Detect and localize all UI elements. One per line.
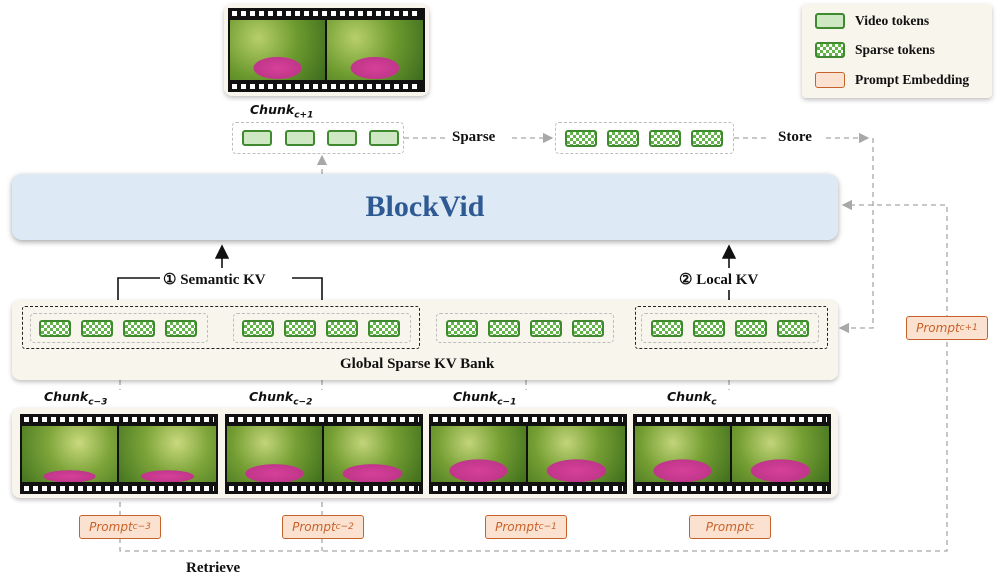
sparse-token <box>565 130 597 147</box>
sparse-token <box>488 320 520 337</box>
sparse-token <box>691 130 723 147</box>
bee-frame-image <box>324 426 421 482</box>
sparse-token <box>735 320 767 337</box>
bee-frame-image <box>635 426 730 482</box>
sparse-token <box>777 320 809 337</box>
chunk-c-1-label: Chunkc−1 <box>453 389 517 408</box>
chunk-c-3-label: Chunkc−3 <box>44 389 108 408</box>
legend-sparse-tokens: Sparse tokens <box>815 42 935 58</box>
semantic-kv-selection <box>22 306 420 349</box>
sparse-token <box>284 320 316 337</box>
chunk-c-label: Chunkc <box>667 389 717 408</box>
chunk-c-2-film <box>225 414 423 494</box>
sparse-token <box>649 130 681 147</box>
prompt-swatch <box>815 72 845 88</box>
chunk-c-1-film <box>429 414 627 494</box>
bee-frame-image <box>327 20 423 80</box>
blockvid-model-box: BlockVid <box>12 174 838 240</box>
video-token <box>327 130 357 146</box>
sparse-token <box>446 320 478 337</box>
chunk-c-3-film <box>20 414 218 494</box>
sparse-token <box>39 320 71 337</box>
sparse-token-group <box>641 313 819 343</box>
chunk-c-2-label: Chunkc−2 <box>249 389 313 408</box>
local-kv-label: ② Local KV <box>679 272 759 288</box>
video-token-swatch <box>815 13 845 29</box>
model-name: BlockVid <box>365 190 485 223</box>
sparse-token <box>242 320 274 337</box>
video-token <box>242 130 272 146</box>
bank-label: Global Sparse KV Bank <box>340 356 495 372</box>
sparse-token <box>607 130 639 147</box>
sparse-token <box>530 320 562 337</box>
bee-frame-image <box>431 426 526 482</box>
sparse-token-swatch <box>815 42 845 58</box>
bee-frame-image <box>22 426 117 482</box>
semantic-kv-label: ① Semantic KV <box>163 272 266 288</box>
sparse-token <box>572 320 604 337</box>
legend-video-tokens: Video tokens <box>815 13 929 29</box>
retrieve-label: Retrieve <box>186 560 241 576</box>
sparse-token-group <box>233 313 411 343</box>
video-token <box>285 130 315 146</box>
bee-frame-image <box>230 20 325 80</box>
sparse-token <box>693 320 725 337</box>
sparse-label: Sparse <box>452 129 496 145</box>
bee-frame-image <box>119 426 216 482</box>
next-chunk-label: Chunkc+1 <box>250 102 314 121</box>
video-token-group <box>232 122 404 154</box>
sparse-token <box>123 320 155 337</box>
next-chunk-film <box>228 8 425 92</box>
sparse-token <box>368 320 400 337</box>
bee-frame-image <box>528 426 625 482</box>
video-token <box>369 130 399 146</box>
sparse-token <box>326 320 358 337</box>
sparse-token-group <box>30 313 208 343</box>
store-label: Store <box>778 129 812 145</box>
bee-frame-image <box>732 426 829 482</box>
sparse-token <box>651 320 683 337</box>
sparse-token-group <box>436 313 614 343</box>
legend-prompt-embedding: Prompt Embedding <box>815 72 969 88</box>
sparse-token <box>165 320 197 337</box>
sparse-token <box>81 320 113 337</box>
local-kv-selection <box>635 306 828 349</box>
bee-frame-image <box>227 426 322 482</box>
chunk-c-film <box>633 414 831 494</box>
sparse-token-group <box>555 122 734 154</box>
